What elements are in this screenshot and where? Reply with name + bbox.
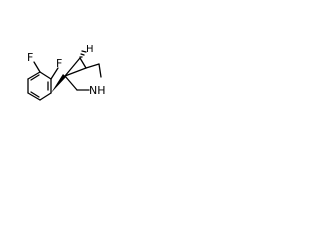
atom-label-f1: F xyxy=(56,57,62,70)
azabicyclohexane xyxy=(64,57,102,91)
pyr-bond-4 xyxy=(64,75,78,91)
benzene-ring xyxy=(27,71,52,101)
hash-bond xyxy=(79,50,87,58)
atom-label-h: H xyxy=(86,44,94,55)
pyr-bond-2 xyxy=(98,63,102,78)
cf-bond-1 xyxy=(50,67,59,80)
ring-bond-5 xyxy=(39,92,52,101)
cp-bond-1 xyxy=(64,57,81,77)
atom-label-nh: NH xyxy=(89,84,106,97)
structure-drawing: F F NH H xyxy=(27,44,106,101)
pyr-bond-1 xyxy=(85,63,100,69)
ring-bond-4 xyxy=(27,92,41,101)
cp-bond-2 xyxy=(79,57,87,69)
ring-double-bond-1 xyxy=(30,74,40,81)
cf-bond-2 xyxy=(33,61,41,73)
ring-bond-1 xyxy=(39,71,52,80)
wedge-bond xyxy=(51,74,66,93)
molecule-structure-canvas: F F NH H xyxy=(0,0,152,152)
ring-bond-2 xyxy=(27,71,41,80)
ring-double-bond-2 xyxy=(30,91,40,98)
atom-label-f2: F xyxy=(27,51,33,64)
cp-bond-3 xyxy=(64,67,87,77)
